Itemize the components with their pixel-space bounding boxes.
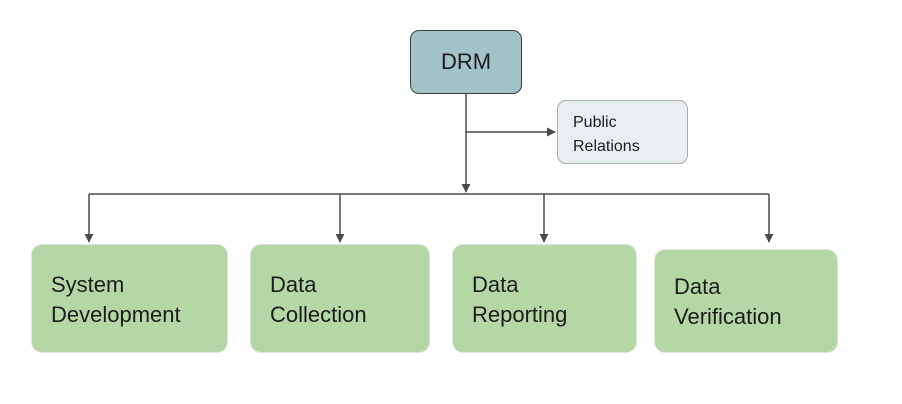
data-reporting-label-line-2: Reporting [472,302,568,327]
data-reporting-label-line-1: Data [472,272,519,297]
data-collection-node: Data Collection [250,244,430,353]
data-reporting-node: Data Reporting [452,244,637,353]
system-development-label-line-2: Development [51,302,181,327]
system-development-node: System Development [31,244,228,353]
drm-node-label: DRM [440,49,492,74]
public-relations-node: Public Relations [557,100,688,164]
data-verification-label-line-2: Verification [674,304,782,329]
data-collection-label-line-1: Data [270,272,317,297]
public-relations-label-line-1: Public [573,114,617,131]
public-relations-label-line-2: Relations [573,138,640,155]
drm-node: DRM [410,30,522,94]
data-verification-node: Data Verification [654,249,838,353]
data-collection-label-line-2: Collection [270,302,367,327]
system-development-label-line-1: System [51,272,125,297]
data-verification-label-line-1: Data [674,274,721,299]
